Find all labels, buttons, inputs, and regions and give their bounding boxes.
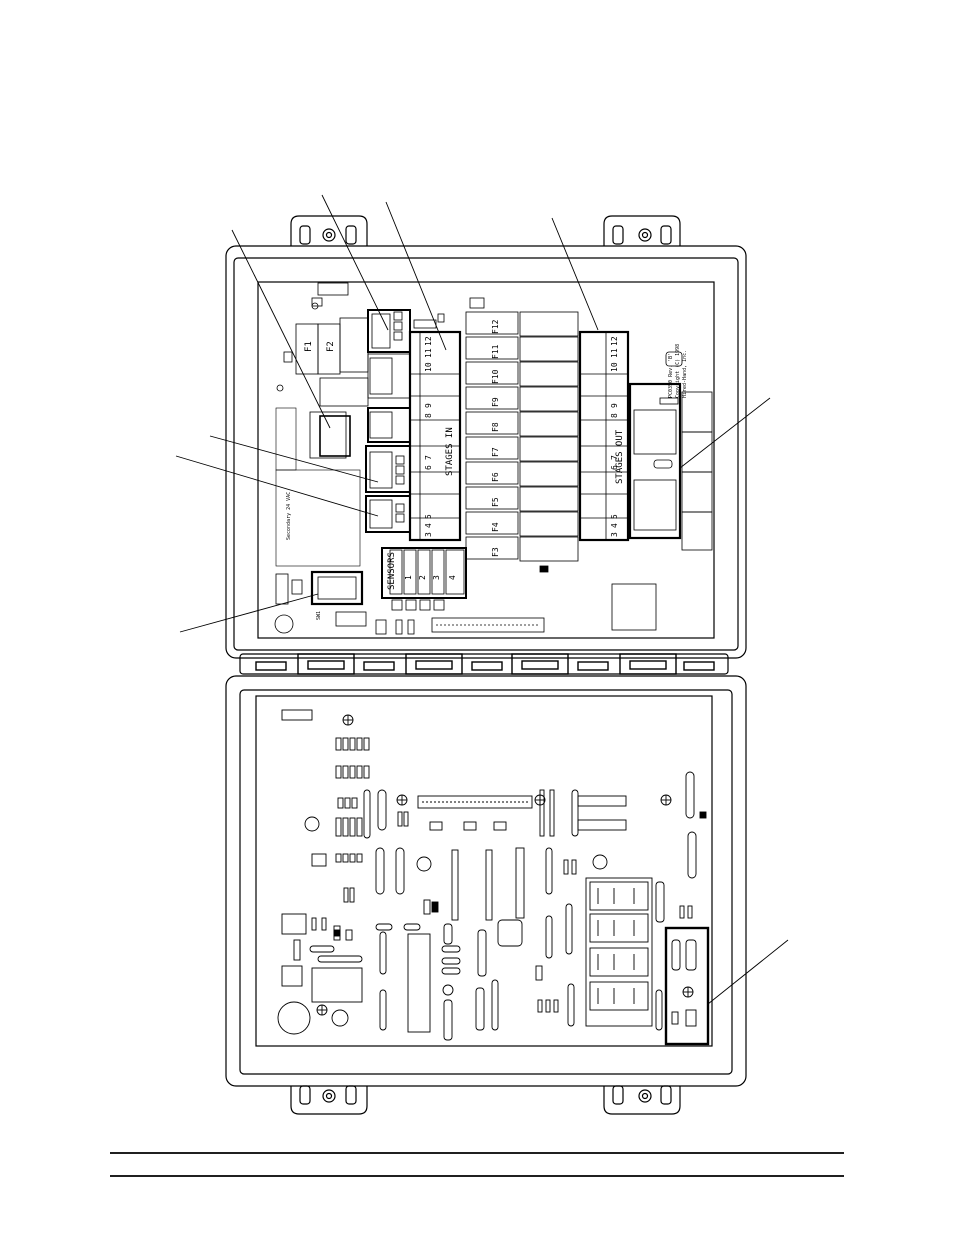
fuse-f12-label: F12 — [491, 319, 500, 334]
leader-line-bottom — [707, 939, 789, 1005]
stage-in-6: 6 — [424, 465, 433, 470]
board-id-line-1: PC0350 Rev. 'B' — [668, 353, 674, 398]
fuse-f4-label: F4 — [491, 522, 500, 532]
fuse-f2-label: F2 — [326, 341, 336, 352]
sensor-4: 4 — [448, 575, 457, 580]
stages-in-label: STAGES IN — [445, 427, 455, 476]
stage-in-4: 4 — [424, 523, 433, 528]
stages-in-numbers: 3 4 5 6 7 8 9 10 11 12 — [424, 336, 433, 537]
fuse-f9-label: F9 — [491, 397, 500, 407]
fuse-f6-label: F6 — [491, 472, 500, 482]
bottom-board-components — [277, 709, 710, 1046]
leader-lines-top — [175, 194, 771, 633]
sensor-numbers: 1 2 3 4 — [404, 575, 457, 580]
board-id-line-3: Hired-Hand, Inc. — [682, 350, 688, 398]
stage-fuse-labels: F12 F11 F10 F9 F8 F7 F6 F5 F4 F3 — [491, 319, 500, 557]
stage-out-8: 8 — [610, 413, 619, 418]
secondary-label: Secondary 24 VAC — [286, 492, 292, 540]
stage-in-8: 8 — [424, 413, 433, 418]
fuse-f5-label: F5 — [491, 497, 500, 507]
stage-in-9: 9 — [424, 403, 433, 408]
fuse-f10-label: F10 — [491, 369, 500, 384]
bottom-enclosure — [225, 675, 747, 1115]
switch-label: SW1 — [316, 611, 322, 620]
stage-in-3: 3 — [424, 532, 433, 537]
hinge-knuckles — [255, 653, 715, 675]
fuse-f3-label: F3 — [491, 547, 500, 557]
stages-out-numbers: 3 4 5 6 7 8 9 10 11 12 — [610, 336, 619, 537]
stage-in-10: 10 — [424, 362, 433, 372]
stage-in-7: 7 — [424, 455, 433, 460]
stage-in-12: 12 — [424, 336, 433, 346]
board-id-line-2: Copyright (C) 1998 — [675, 344, 681, 398]
stage-out-10: 10 — [610, 362, 619, 372]
top-board-text: F1 F2 STAGES IN STAGES OUT SENSORS Secon… — [286, 341, 688, 620]
stage-out-6: 6 — [610, 465, 619, 470]
fuse-f1-label: F1 — [304, 341, 314, 352]
fuse-f11-label: F11 — [491, 344, 500, 359]
stage-out-9: 9 — [610, 403, 619, 408]
stage-in-11: 11 — [424, 348, 433, 358]
sensor-3: 3 — [432, 575, 441, 580]
fuse-f8-label: F8 — [491, 422, 500, 432]
stage-out-11: 11 — [610, 348, 619, 358]
sensor-1: 1 — [404, 575, 413, 580]
sensors-label: SENSORS — [387, 552, 397, 590]
stages-out-label: STAGES OUT — [615, 429, 625, 484]
stage-in-5: 5 — [424, 514, 433, 519]
stage-out-4: 4 — [610, 523, 619, 528]
top-board-components — [274, 282, 713, 635]
stage-out-3: 3 — [610, 532, 619, 537]
stage-out-12: 12 — [610, 336, 619, 346]
fuse-f7-label: F7 — [491, 447, 500, 457]
sensor-2: 2 — [418, 575, 427, 580]
top-enclosure — [225, 215, 747, 675]
stage-out-7: 7 — [610, 455, 619, 460]
stage-out-5: 5 — [610, 514, 619, 519]
